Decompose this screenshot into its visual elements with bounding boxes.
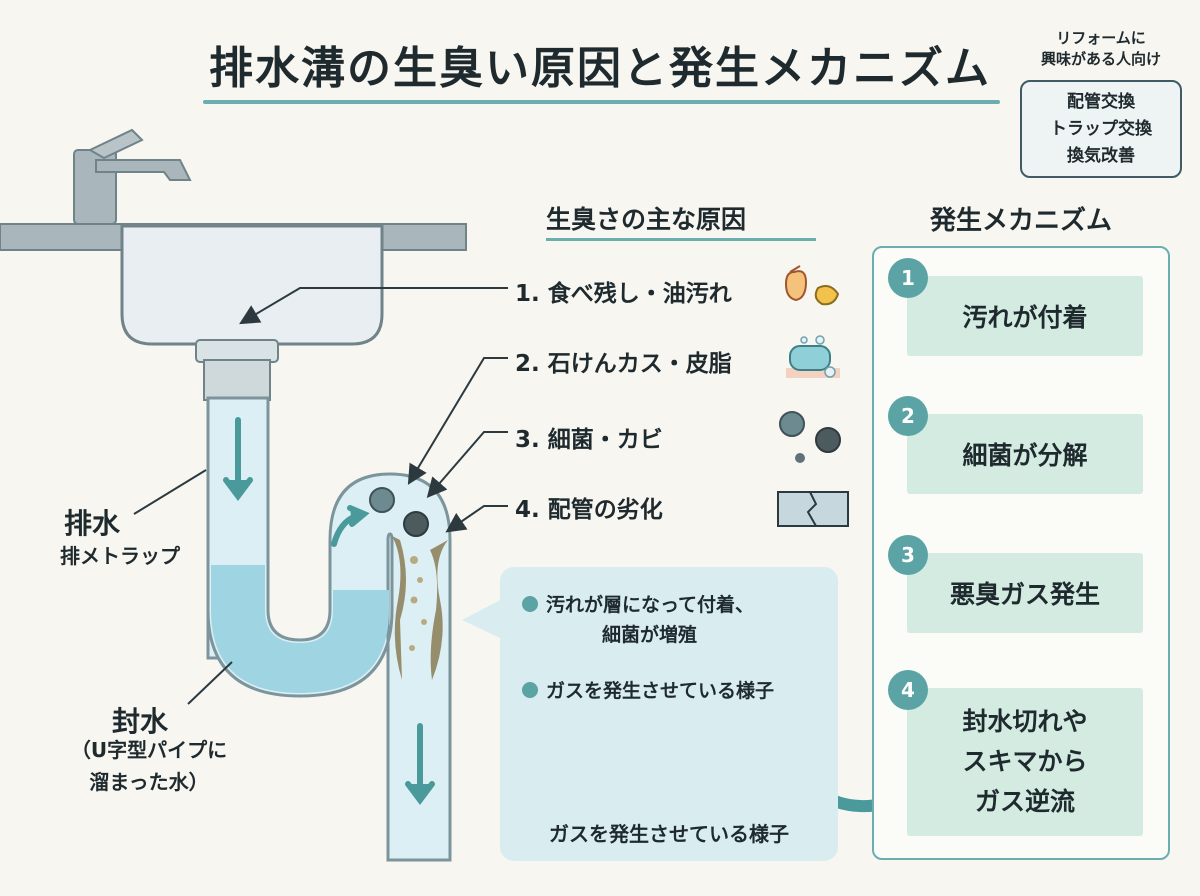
causes-heading: 生臭さの主な原因 [546,205,747,234]
cause-leader-lines [239,287,508,533]
title-underline [203,100,1000,104]
water-seal-note-line-1: （U字型パイプに [70,738,228,762]
faucet-icon [73,128,192,225]
cause-item-pipe: 4. 配管の劣化 [515,497,663,523]
flow-arrow-icon [223,417,435,805]
mechanism-step-3: 悪臭ガス発生 [907,553,1143,633]
callout-bullet-2: ガスを発生させている様子 [522,676,774,703]
renovation-tags: 配管交換 トラップ交換 換気改善 [1020,80,1182,178]
water-seal-water [211,565,389,693]
callout-caption: ガスを発生させている様子 [549,822,789,846]
step-4-line-1: 封水切れや [962,707,1088,736]
label-drain-trap: 排メトラップ [60,544,180,568]
cause-item-soap: 2. 石けんカス・皮脂 [515,351,732,377]
callout-bullet-1-text: 汚れが層になって付着、 [546,594,755,616]
page-title: 排水溝の生臭い原因と発生メカニズム [209,43,991,94]
bullet-dot-icon [522,596,538,612]
label-water-seal: 封水 [112,705,169,738]
water-seal-note-line-2: 溜まった水） [89,770,209,794]
audience-note: リフォームに 興味がある人向け [1012,28,1190,70]
audience-line-2: 興味がある人向け [1040,50,1161,68]
callout-bullet-1-line-2: 細菌が増殖 [602,624,698,646]
step-4-line-3: ガス逆流 [974,787,1075,816]
tag-pipe-replacement: 配管交換 [1067,91,1135,112]
mechanism-step-4: 封水切れや スキマから ガス逆流 [907,688,1143,836]
step-number-1: 1 [888,258,928,298]
step-number-2: 2 [888,396,928,436]
audience-line-1: リフォームに [1056,29,1146,47]
callout-pointer [462,598,504,640]
cause-item-bacteria: 3. 細菌・カビ [515,427,663,453]
step-number-3: 3 [888,535,928,575]
drain-fitting [195,339,279,363]
callout-bullet-2-text: ガスを発生させている様子 [546,680,775,702]
soap-icon [786,335,840,378]
step-4-line-2: スキマから [962,747,1088,776]
bacteria-icon [369,487,429,537]
label-water-seal-note: （U字型パイプに 溜まった水） [44,734,254,798]
mechanism-step-2: 細菌が分解 [907,414,1143,494]
causes-underline [546,238,816,241]
bacteria-icon [779,411,841,463]
cause-item-food: 1. 食べ残し・油汚れ [515,281,732,307]
mechanism-step-1: 汚れが付着 [907,276,1143,356]
grime-layer [392,536,406,680]
sink-basin [120,224,384,346]
callout-bullet-1: 汚れが層になって付着、 [522,590,754,617]
tag-ventilation: 換気改善 [1067,145,1135,166]
label-drain: 排水 [64,507,121,540]
callout-box [500,567,838,861]
cracked-pipe-icon [777,491,849,527]
mechanism-heading: 発生メカニズム [929,206,1112,236]
food-scraps-icon [784,265,840,306]
step-number-4: 4 [888,670,928,710]
bullet-dot-icon [522,682,538,698]
tag-trap-replacement: トラップ交換 [1050,118,1152,139]
